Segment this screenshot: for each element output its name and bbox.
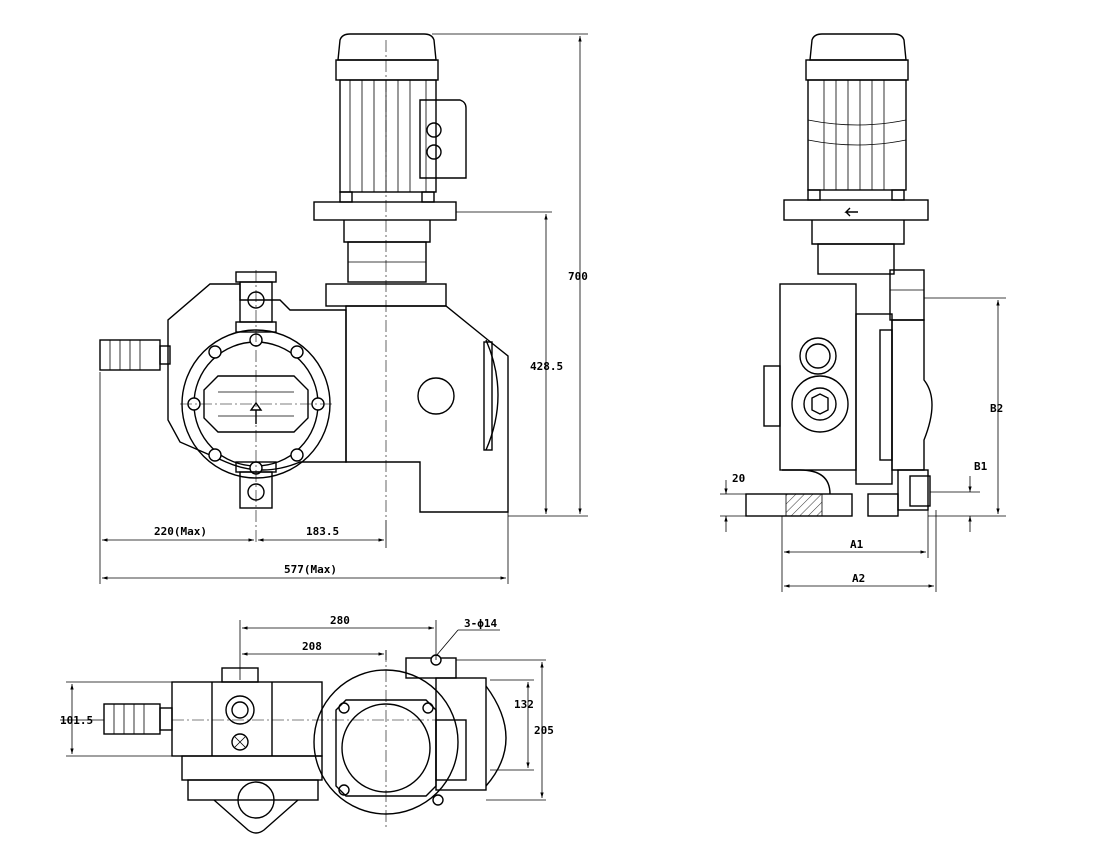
dim-a2: A2: [852, 572, 865, 585]
dim-b2: B2: [990, 402, 1003, 415]
dim-holes: 3-ϕ14: [464, 617, 497, 630]
dim-a1: A1: [850, 538, 864, 551]
side-dimensions: 20 A1 A2 B2 B1: [720, 297, 1006, 592]
front-view: [99, 33, 509, 545]
dim-208: 208: [302, 640, 322, 653]
front-dimensions: 700 428.5 220(Max) 183.5 577(Max): [99, 33, 588, 584]
dim-183-5: 183.5: [306, 525, 339, 538]
dim-577-max: 577(Max): [284, 563, 337, 576]
dim-132: 132: [514, 698, 534, 711]
dim-428-5: 428.5: [530, 360, 563, 373]
dim-205: 205: [534, 724, 554, 737]
dim-101-5: 101.5: [60, 714, 93, 727]
top-dimensions: 280 208 3-ϕ14 101.5 132 205: [60, 614, 554, 801]
dim-20: 20: [732, 472, 745, 485]
dim-700: 700: [568, 270, 588, 283]
dim-220-max: 220(Max): [154, 525, 207, 538]
dim-280: 280: [330, 614, 350, 627]
dim-b1: B1: [974, 460, 988, 473]
top-view: [103, 650, 507, 834]
side-view: [745, 33, 933, 517]
